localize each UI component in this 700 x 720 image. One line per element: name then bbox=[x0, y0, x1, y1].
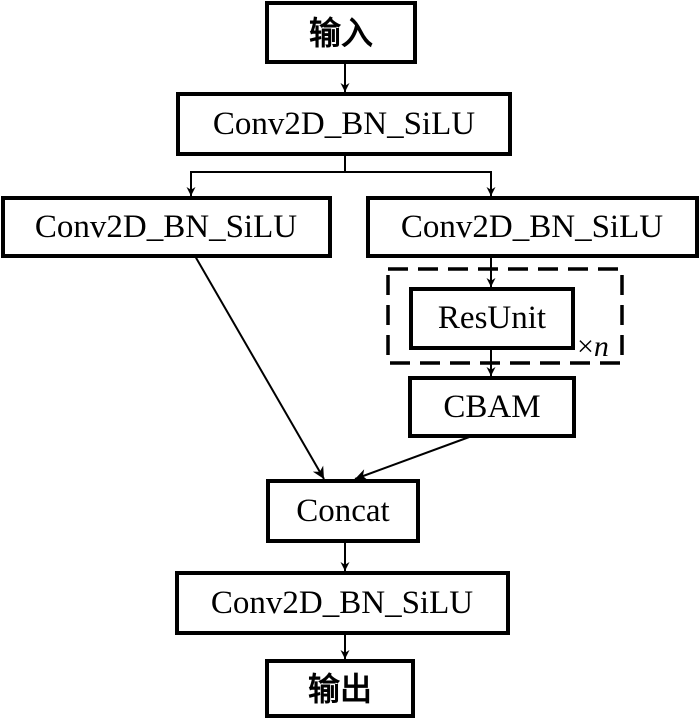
node-cbam: CBAM bbox=[408, 376, 576, 438]
node-input-label: 输入 bbox=[309, 14, 373, 52]
node-conv-left-box bbox=[1, 196, 332, 258]
node-conv-right-box bbox=[366, 196, 699, 258]
node-output: 输出 bbox=[265, 659, 415, 718]
resunit-repeat-group: ×n bbox=[386, 267, 624, 365]
node-conv-bottom-box bbox=[175, 571, 510, 635]
node-output-label: 输出 bbox=[308, 670, 372, 708]
repeat-variable: n bbox=[594, 330, 609, 363]
repeat-dashed-border bbox=[386, 267, 624, 365]
times-symbol: × bbox=[577, 330, 594, 363]
node-conv-bottom-label: Conv2D_BN_SiLU bbox=[211, 585, 473, 621]
node-concat-label: Concat bbox=[296, 493, 389, 529]
node-output-box bbox=[265, 659, 415, 718]
node-conv-left: Conv2D_BN_SiLU bbox=[1, 196, 332, 258]
node-cbam-label: CBAM bbox=[443, 389, 540, 425]
node-conv-bottom: Conv2D_BN_SiLU bbox=[175, 571, 510, 635]
edge-cbam-to-concat bbox=[354, 435, 473, 481]
node-input: 输入 bbox=[265, 1, 417, 64]
node-conv-top-box bbox=[176, 92, 512, 156]
node-input-box bbox=[265, 1, 417, 64]
node-resunit-label: ResUnit bbox=[438, 300, 546, 336]
node-conv-left-label: Conv2D_BN_SiLU bbox=[35, 209, 297, 245]
repeat-label: ×n bbox=[577, 330, 609, 363]
node-resunit: ResUnit bbox=[409, 287, 575, 350]
node-concat-box bbox=[266, 479, 420, 543]
edges bbox=[186, 62, 496, 659]
node-cbam-box bbox=[408, 376, 576, 438]
edge-conv-top-to-conv-right bbox=[345, 171, 496, 196]
node-conv-right: Conv2D_BN_SiLU bbox=[366, 196, 699, 258]
node-conv-top-label: Conv2D_BN_SiLU bbox=[213, 106, 475, 142]
edge-conv-left-to-concat bbox=[194, 255, 325, 480]
node-resunit-box bbox=[409, 287, 575, 350]
edge-conv-top-to-conv-left bbox=[186, 154, 346, 196]
node-conv-top: Conv2D_BN_SiLU bbox=[176, 92, 512, 156]
node-concat: Concat bbox=[266, 479, 420, 543]
node-conv-right-label: Conv2D_BN_SiLU bbox=[401, 209, 663, 245]
